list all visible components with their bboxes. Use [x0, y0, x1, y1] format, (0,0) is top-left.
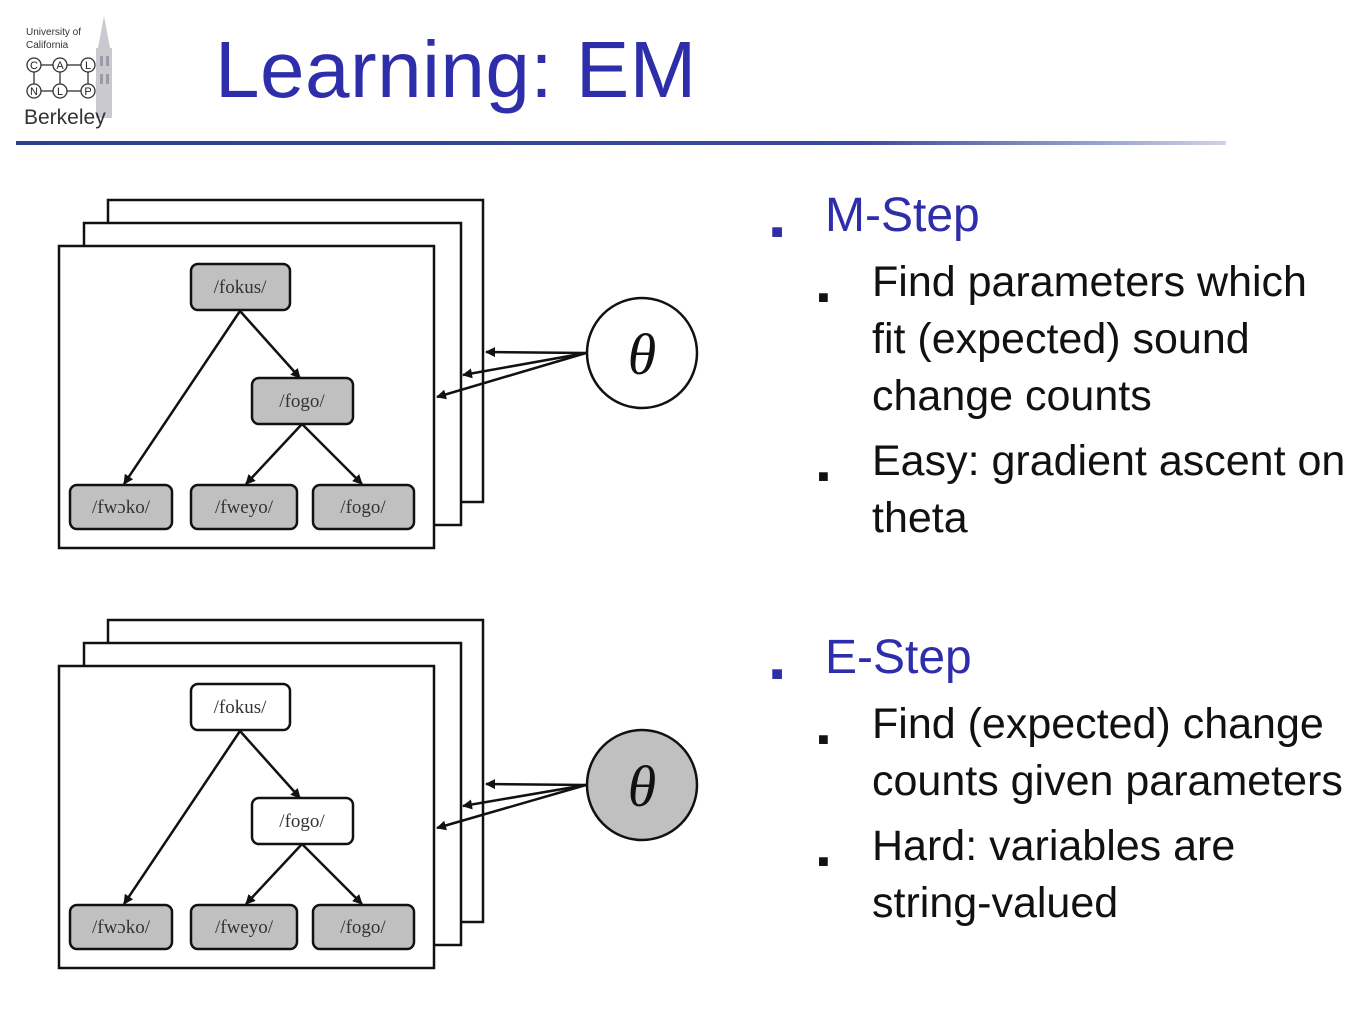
bullet-square-icon: ■ — [771, 663, 784, 685]
m-step-bullets: ■ M-Step ■ Find parameters which fit (ex… — [768, 186, 1348, 547]
e-step-point: ■ Hard: variables are string-valued — [815, 818, 1348, 932]
node-root-label: /fokus/ — [214, 697, 268, 718]
e-step-bullets: ■ E-Step ■ Find (expected) change counts… — [768, 628, 1348, 932]
node-mid — [250, 796, 355, 846]
m-step-point: ■ Find parameters which fit (expected) s… — [815, 254, 1348, 425]
logo-letter-l: L — [85, 60, 91, 72]
leaf-label: /fogo/ — [340, 917, 386, 938]
em-diagrams: /fokus/ /fogo/ /fwɔko/ /fweyo/ /fogo/ θ … — [57, 198, 699, 970]
leaf-node — [189, 903, 299, 951]
e-step-point-text: Find (expected) change counts given para… — [872, 700, 1343, 805]
leaf-label: /fwɔko/ — [92, 497, 151, 518]
leaf-node — [311, 903, 416, 951]
node-mid-label: /fogo/ — [279, 811, 325, 832]
m-step-heading-text: M-Step — [825, 189, 980, 242]
slide-title: Learning: EM — [215, 25, 697, 114]
e-step-heading-text: E-Step — [825, 631, 972, 684]
m-step-point-text: Find parameters which fit (expected) sou… — [872, 258, 1307, 420]
e-step-heading: ■ E-Step — [768, 628, 1348, 688]
leaf-label: /fwɔko/ — [92, 917, 151, 938]
campanile-tower-icon — [96, 16, 112, 118]
bullet-square-icon: ■ — [818, 729, 829, 749]
logo-name: Berkeley — [24, 106, 106, 129]
bullet-square-icon: ■ — [818, 287, 829, 307]
bullet-square-icon: ■ — [771, 221, 784, 243]
logo-letter-c: C — [30, 60, 38, 72]
leaf-node — [68, 483, 174, 531]
m-step-heading: ■ M-Step — [768, 186, 1348, 246]
berkeley-nlp-logo: University of California C A L N L P Ber… — [24, 16, 112, 129]
title-divider — [16, 141, 1226, 145]
logo-letter-n: N — [30, 86, 38, 98]
leaf-node — [311, 483, 416, 531]
logo-letter-l2: L — [57, 86, 63, 98]
node-mid — [250, 376, 355, 426]
theta-label: θ — [628, 322, 657, 387]
e-step-point-text: Hard: variables are string-valued — [872, 822, 1236, 927]
logo-line1: University of — [26, 27, 81, 38]
theta-node — [585, 296, 699, 410]
node-mid-label: /fogo/ — [279, 391, 325, 412]
node-root — [189, 262, 292, 312]
leaf-label: /fweyo/ — [215, 497, 274, 518]
m-step-point: ■ Easy: gradient ascent on theta — [815, 433, 1348, 547]
leaf-label: /fweyo/ — [215, 917, 274, 938]
leaf-node — [68, 903, 174, 951]
bullet-square-icon: ■ — [818, 851, 829, 871]
theta-node — [585, 728, 699, 842]
leaf-label: /fogo/ — [340, 497, 386, 518]
m-step-point-text: Easy: gradient ascent on theta — [872, 437, 1346, 542]
theta-label: θ — [628, 754, 657, 819]
logo-letters-top — [26, 57, 96, 99]
bullet-square-icon: ■ — [818, 466, 829, 486]
logo-line2: California — [26, 40, 69, 51]
leaf-node — [189, 483, 299, 531]
e-step-point: ■ Find (expected) change counts given pa… — [815, 696, 1348, 810]
node-root-label: /fokus/ — [214, 277, 268, 298]
logo-letter-p: P — [84, 86, 91, 98]
node-root — [189, 682, 292, 732]
diagram-e-step: /fokus/ /fogo/ /fwɔko/ /fweyo/ /fogo/ θ — [57, 618, 699, 970]
logo-letter-a: A — [56, 60, 64, 72]
diagram-m-step: /fokus/ /fogo/ /fwɔko/ /fweyo/ /fogo/ θ — [57, 198, 699, 550]
